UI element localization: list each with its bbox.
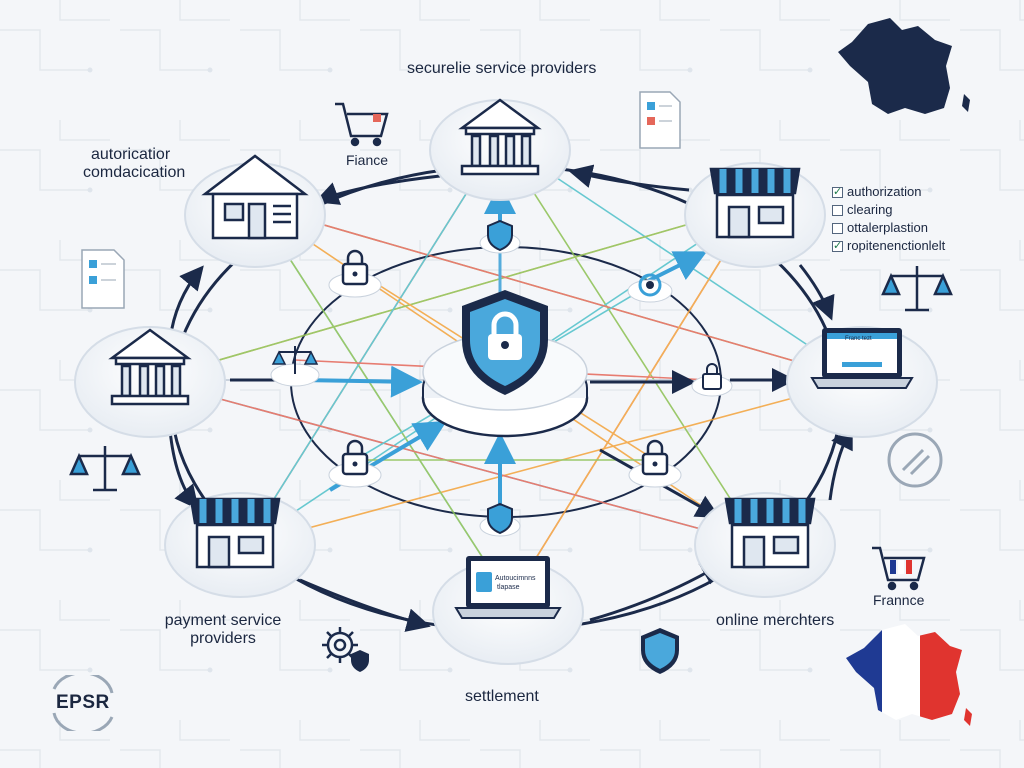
france-flag-map-icon xyxy=(846,624,962,720)
laptop-icon xyxy=(810,328,914,389)
document-icon xyxy=(639,91,681,149)
bank-icon xyxy=(458,98,542,176)
shopping-cart-icon xyxy=(872,546,926,591)
france-map-icon xyxy=(838,18,952,114)
checkbox-icon xyxy=(832,183,843,201)
lock-icon xyxy=(691,363,733,397)
central-shield xyxy=(421,290,589,438)
lock-icon xyxy=(328,249,382,298)
checklist-label: ottalerplastion xyxy=(847,220,928,235)
label-online-merchants: online merchters xyxy=(716,612,835,629)
corsica-icon xyxy=(964,708,972,726)
shopping-cart-icon xyxy=(335,102,389,147)
label-payment-line1: payment service xyxy=(164,612,282,629)
epsr-logo: EPSR xyxy=(42,671,124,735)
checklist-item: authorization xyxy=(832,183,945,201)
sync-icon xyxy=(627,273,673,303)
laptop-screen-line1: Autoucimnns xyxy=(495,575,536,582)
label-authorization-line2: comdacication xyxy=(83,164,186,181)
house-icon xyxy=(201,154,309,240)
shield-icon xyxy=(479,219,521,254)
checklist-item: ottalerplastion xyxy=(832,219,945,237)
checklist: authorization clearing ottalerplastion r… xyxy=(832,183,945,255)
label-secure-service-providers: securelie service providers xyxy=(407,60,597,77)
bank-icon xyxy=(108,328,192,406)
checklist-label: ropitenenctionlelt xyxy=(847,238,946,253)
label-settlement: settlement xyxy=(465,688,539,705)
document-icon xyxy=(81,249,125,309)
scales-icon xyxy=(270,346,320,387)
corsica-icon xyxy=(962,94,970,112)
lock-icon xyxy=(628,439,682,488)
label-payment-line2: providers xyxy=(190,630,256,647)
lock-icon xyxy=(328,439,382,488)
scales-icon xyxy=(881,266,953,312)
label-france-top: Fiance xyxy=(346,152,389,168)
checklist-item: ropitenenctionlelt xyxy=(832,237,945,255)
shield-icon xyxy=(641,628,679,674)
shield-icon xyxy=(351,650,369,672)
label-authorization-line1: autoricatior xyxy=(91,146,171,163)
checkbox-icon xyxy=(832,237,843,255)
logo-text: EPSR xyxy=(56,692,110,713)
checklist-label: authorization xyxy=(847,184,922,199)
laptop-screen-title: Franc tezt xyxy=(845,336,872,342)
no-entry-icon xyxy=(887,432,943,488)
hub-nodes xyxy=(270,219,733,537)
store-icon xyxy=(724,497,816,569)
store-icon xyxy=(189,497,281,569)
checkbox-icon xyxy=(832,204,843,216)
gear-icon xyxy=(322,627,358,663)
laptop-icon xyxy=(454,556,562,619)
scales-icon xyxy=(69,446,141,492)
label-france-right: Frannce xyxy=(873,592,925,608)
checkbox-icon xyxy=(832,222,843,234)
checklist-item: clearing xyxy=(832,201,945,219)
laptop-screen-line2: tlapase xyxy=(497,584,520,591)
store-icon xyxy=(709,167,801,239)
shield-icon xyxy=(479,502,521,537)
checklist-label: clearing xyxy=(847,202,893,217)
